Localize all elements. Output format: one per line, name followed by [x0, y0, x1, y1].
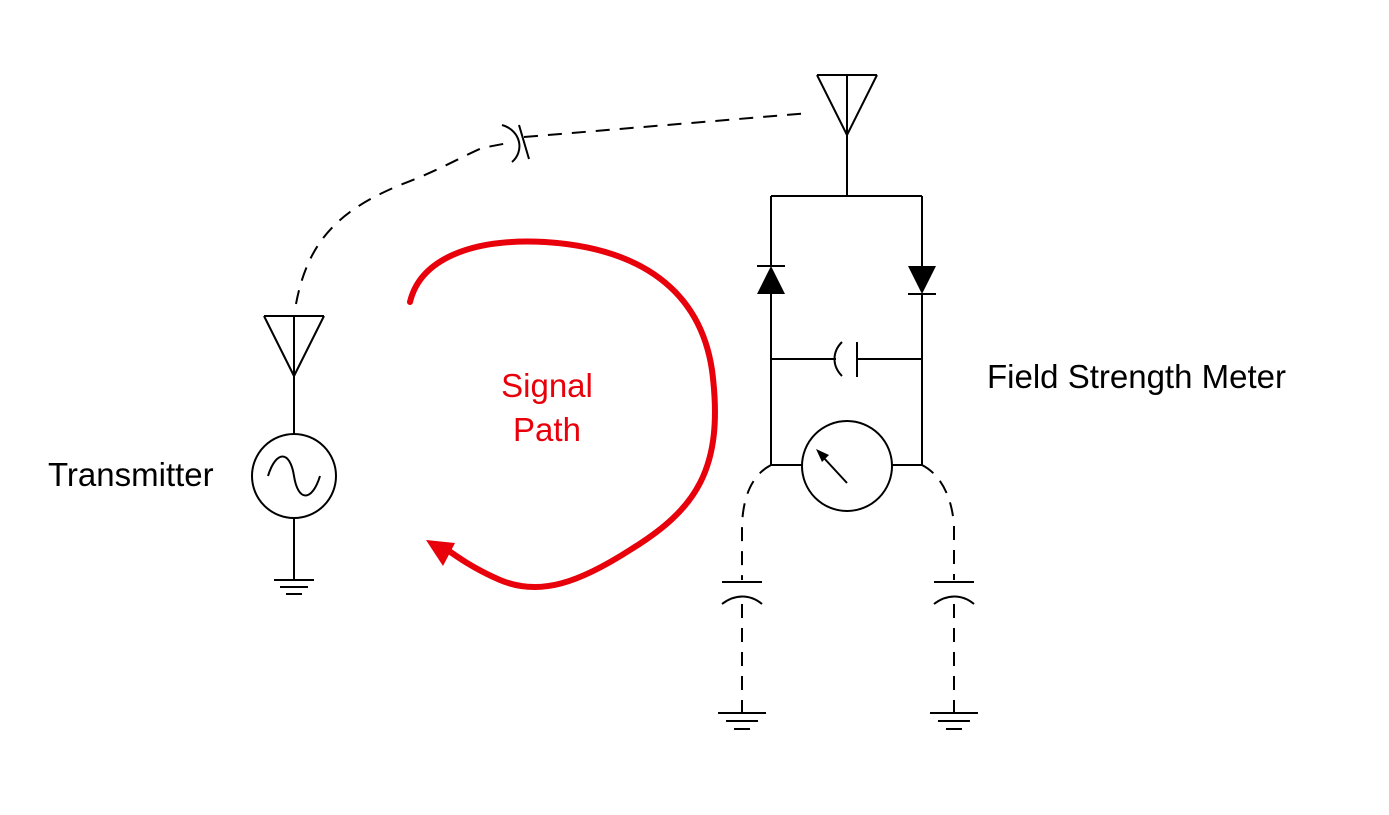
signal-path-label-line1: Signal: [501, 367, 593, 404]
signal-arrowhead-icon: [426, 540, 455, 566]
transmitter-label: Transmitter: [48, 456, 214, 493]
right-diode-icon: [908, 266, 936, 295]
coupling-path: [295, 112, 811, 305]
transmitter-antenna: [263, 315, 325, 377]
meter-frame-wires: [770, 195, 923, 466]
meter-label: Field Strength Meter: [987, 358, 1286, 395]
transmitter-ground-icon: [274, 579, 314, 595]
meter-gauge-icon: [801, 420, 893, 512]
right-ground-icon: [930, 712, 978, 730]
signal-path-label-line2: Path: [513, 411, 581, 448]
filter-capacitor-icon: [833, 341, 858, 377]
coupling-capacitor-icon: [501, 124, 530, 163]
ac-source-icon: [251, 433, 337, 519]
left-ground-icon: [718, 712, 766, 730]
left-diode-icon: [757, 265, 785, 294]
stray-coupling-paths: [741, 464, 955, 713]
signal-path-arrow: [407, 238, 718, 591]
right-stray-capacitor-icon: [933, 581, 975, 605]
left-stray-capacitor-icon: [721, 581, 763, 605]
meter-antenna: [816, 74, 878, 196]
